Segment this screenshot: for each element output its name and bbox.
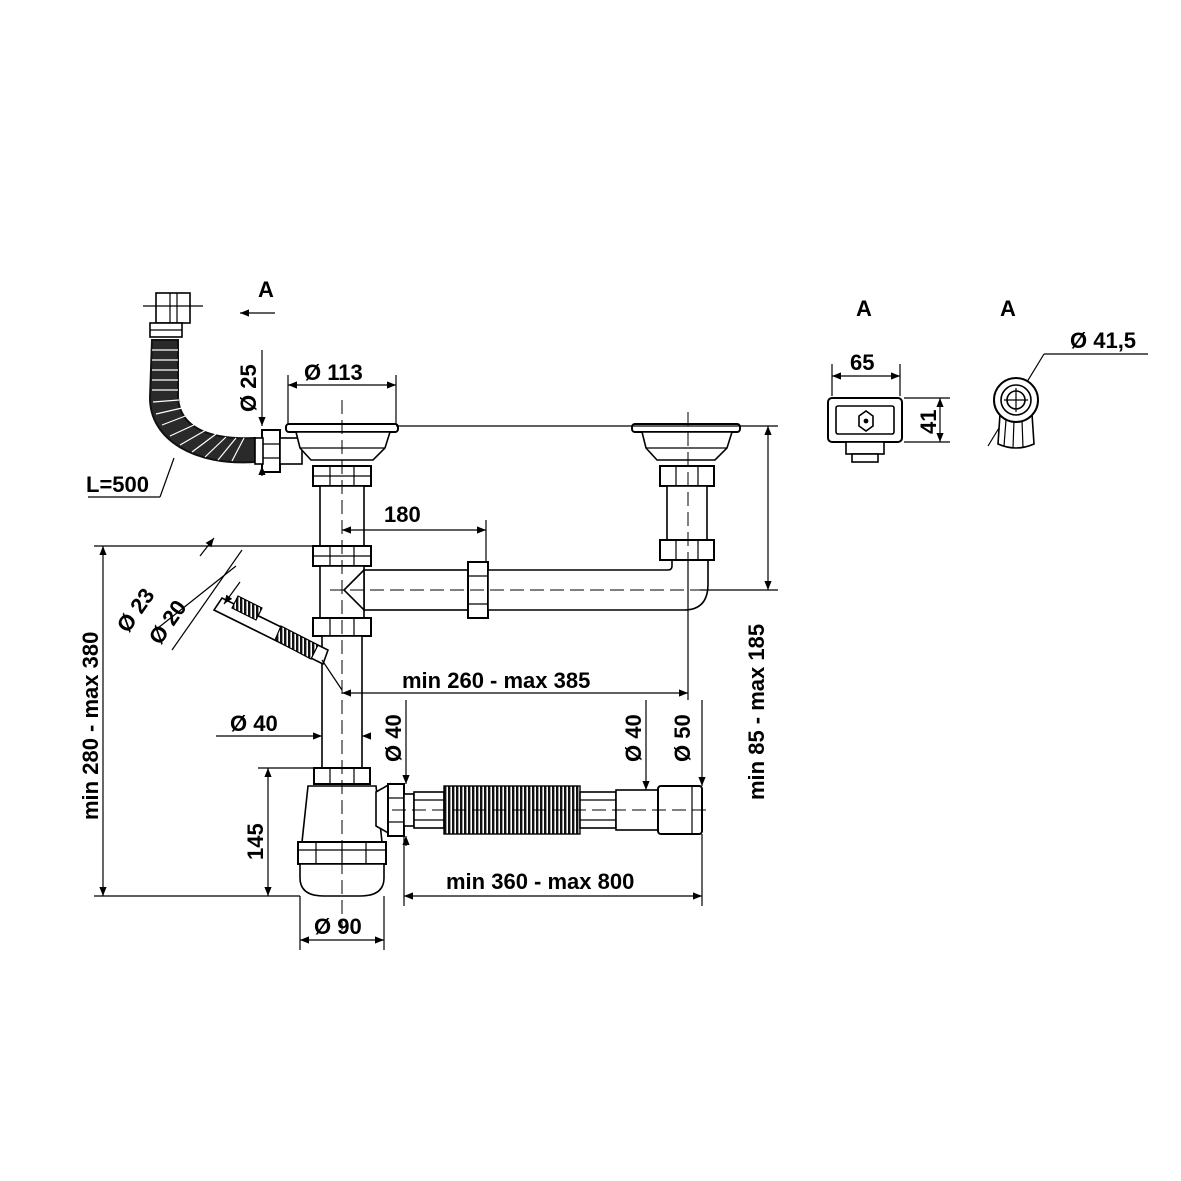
dim-d90: Ø 90 <box>314 914 362 939</box>
dim-d41-5: Ø 41,5 <box>1070 328 1136 353</box>
dim-h85-185: min 85 - max 185 <box>744 624 769 800</box>
overflow-nut <box>261 429 281 473</box>
dimension-lines <box>88 350 778 950</box>
dimension-texts: Ø 113 Ø 25 L=500 180 Ø 23 Ø 20 min 280 -… <box>78 360 769 939</box>
view-a-left-label: A <box>856 296 872 321</box>
right-strainer <box>631 423 741 561</box>
dim-d40-trap-outlet: Ø 40 <box>381 714 406 762</box>
bottle-trap <box>297 400 689 930</box>
view-arrow-a: A <box>240 277 275 317</box>
dim-w65: 65 <box>850 350 874 375</box>
dishwasher-inlet <box>212 595 343 691</box>
dim-l500: L=500 <box>86 472 149 497</box>
outlet-hose <box>375 782 712 837</box>
view-a-overflow-head: A 65 41 <box>827 296 950 463</box>
dim-145: 145 <box>243 823 268 860</box>
dim-180: 180 <box>384 502 421 527</box>
dim-d113: Ø 113 <box>304 360 363 385</box>
dim-w360-800: min 360 - max 800 <box>446 869 634 894</box>
connection-pipe <box>330 559 709 619</box>
dim-d50-hose-end: Ø 50 <box>670 714 695 762</box>
dim-h41: 41 <box>916 410 941 434</box>
overflow-head <box>155 292 191 324</box>
dim-d40-hose-end: Ø 40 <box>621 714 646 762</box>
dim-d40-vertical-pipe: Ø 40 <box>230 711 278 736</box>
view-arrow-a-label: A <box>258 277 274 302</box>
dim-d25: Ø 25 <box>236 364 261 412</box>
dim-h280-380: min 280 - max 380 <box>78 632 103 820</box>
overflow-assembly <box>143 292 303 473</box>
view-a-round-head: A Ø 41,5 <box>987 296 1148 449</box>
view-a-right-label: A <box>1000 296 1016 321</box>
dim-w260-385: min 260 - max 385 <box>402 668 590 693</box>
